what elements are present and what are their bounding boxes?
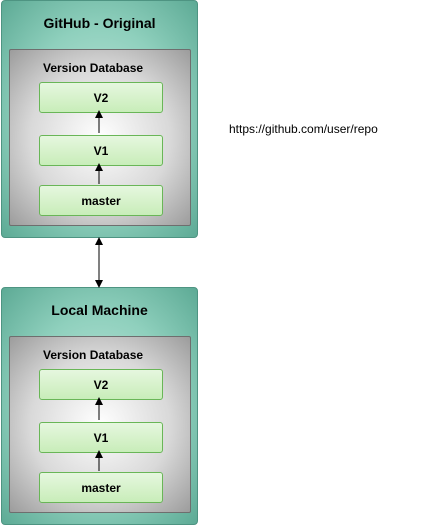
local-db-label: Version Database — [43, 348, 144, 362]
github-node-v2: V2 — [39, 82, 163, 113]
github-container-title: GitHub - Original — [43, 15, 156, 31]
github-original-container: GitHub - Original Version Database V2 V1… — [1, 0, 198, 238]
local-machine-container: Local Machine Version Database V2 V1 mas… — [1, 287, 198, 525]
github-node-master: master — [39, 185, 163, 216]
repository-url: https://github.com/user/repo — [229, 122, 378, 136]
local-node-master: master — [39, 472, 163, 503]
local-container-title: Local Machine — [51, 302, 148, 318]
github-db-label: Version Database — [43, 61, 144, 75]
local-version-database: Version Database V2 V1 master — [9, 336, 191, 513]
github-version-database: Version Database V2 V1 master — [9, 49, 191, 226]
